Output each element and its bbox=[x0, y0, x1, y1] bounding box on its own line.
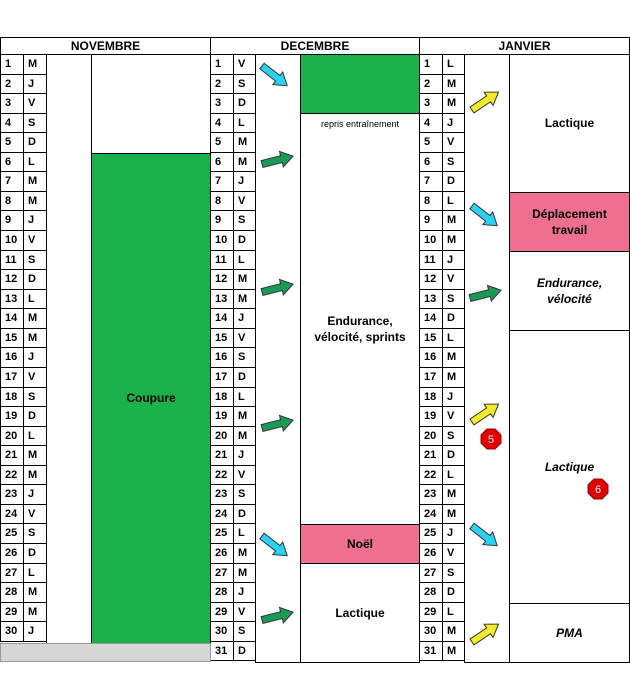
arrow-diagonal-down-icon bbox=[466, 519, 503, 553]
jan-block-deplacement: Déplacement travail bbox=[509, 192, 630, 252]
arrow-right-icon bbox=[467, 281, 504, 307]
nov-day-31-empty bbox=[0, 643, 211, 662]
badge-5-icon: 5 bbox=[480, 428, 502, 450]
dec-arrow-column bbox=[255, 54, 301, 663]
nov-empty-column bbox=[46, 54, 92, 644]
arrow-diagonal-down-icon bbox=[256, 529, 293, 563]
arrow-diagonal-up-icon bbox=[467, 616, 504, 650]
arrow-diagonal-down-icon bbox=[256, 59, 293, 93]
nov-block-top bbox=[91, 54, 211, 154]
arrow-right-icon bbox=[259, 275, 296, 301]
dec-block-lactique: Lactique bbox=[300, 563, 420, 663]
arrow-diagonal-down-icon bbox=[466, 199, 503, 233]
dec-block-endurance: Endurance, vélocité, sprints bbox=[300, 134, 420, 525]
dec-block-green bbox=[300, 54, 420, 114]
arrow-diagonal-up-icon bbox=[467, 84, 504, 118]
nov-block-coupure: Coupure bbox=[91, 153, 211, 644]
dec-block-repris: repris entraînement bbox=[300, 113, 420, 135]
jan-block-lactique-1: Lactique bbox=[509, 54, 630, 193]
arrow-diagonal-up-icon bbox=[467, 396, 504, 430]
jan-block-endurance: Endurance, vélocité bbox=[509, 251, 630, 331]
arrow-right-icon bbox=[259, 603, 296, 629]
badge-6-icon: 6 bbox=[587, 478, 609, 500]
svg-text:6: 6 bbox=[595, 484, 601, 496]
arrow-right-icon bbox=[259, 147, 296, 173]
jan-block-pma: PMA bbox=[509, 603, 630, 663]
jan-block-lactique-2: Lactique bbox=[509, 330, 630, 604]
arrow-right-icon bbox=[259, 411, 296, 437]
svg-text:5: 5 bbox=[488, 434, 494, 446]
